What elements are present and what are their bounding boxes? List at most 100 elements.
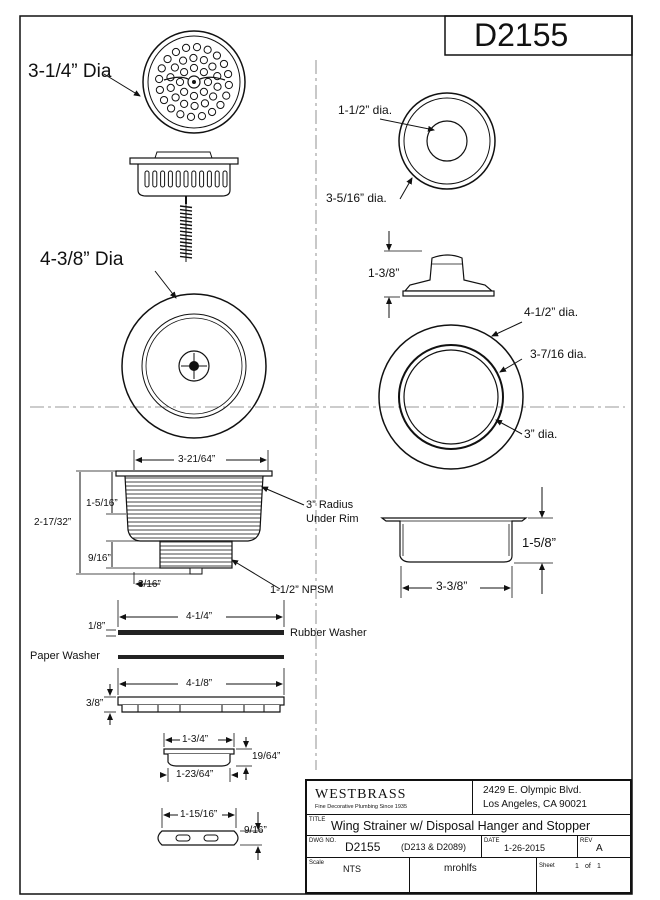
strainer-hole [222, 91, 231, 100]
strainer-hole [180, 87, 189, 96]
wing-nut-side-view [157, 830, 239, 846]
strainer-hole [171, 47, 181, 57]
flange-top-view [121, 293, 267, 439]
strainer-hole [219, 59, 229, 69]
stopper-inner-dia-label: 1-1/2” dia. [338, 103, 393, 117]
strainer-hole [171, 93, 180, 102]
strainer-body-side-view [115, 470, 273, 575]
paper-washer-shape [118, 655, 284, 659]
body-height-upper-label: 1-5/16” [86, 498, 118, 509]
brand-logo: WESTBRASS [315, 787, 407, 802]
date-cell-label: DATE [484, 838, 500, 844]
basket-slot [183, 170, 189, 188]
strainer-hole [199, 68, 208, 77]
strainer-hole [199, 87, 208, 96]
strainer-hole [159, 95, 169, 105]
drawn-by-cell: mrohlfs [409, 857, 537, 893]
strainer-hole [200, 99, 210, 108]
coupling-bottom-width-label: 1-23/64” [176, 769, 214, 780]
body-small-label: 3/16” [138, 579, 161, 590]
title-block: WESTBRASS Fine Decorative Plumbing Since… [305, 779, 632, 894]
drawing-date: 1-26-2015 [504, 843, 546, 853]
sheet-cell: Sheet 1 of 1 [536, 857, 631, 893]
strainer-hole [208, 62, 217, 71]
coupling-side-view [163, 748, 235, 767]
paper-washer-label: Paper Washer [30, 650, 100, 662]
strainer-hole [203, 77, 213, 87]
address-cell: 2429 E. Olympic Blvd. Los Angeles, CA 90… [472, 780, 631, 815]
basket-slot [160, 170, 166, 188]
date-cell: DATE 1-26-2015 [481, 835, 578, 858]
scale-cell-label: Scale [309, 860, 325, 866]
strainer-hole [190, 101, 199, 111]
coupling-top-width-label: 1-3/4” [182, 734, 209, 745]
strainer-hole [224, 80, 233, 90]
strainer-hole [166, 104, 176, 113]
sheet-total: 1 [597, 863, 601, 870]
strainer-hole [170, 63, 179, 72]
strainer-hole [203, 45, 212, 54]
coupling-height-label: 19/64” [252, 751, 281, 762]
strainer-hole [166, 83, 175, 93]
strainer-holes [155, 43, 233, 121]
strainer-hole [209, 92, 218, 101]
strainer-hole [186, 112, 196, 121]
basket-slot [144, 170, 150, 188]
rubber-width-label: 4-1/4” [186, 611, 213, 622]
nut-height-label: 3/8” [86, 698, 104, 709]
stem-screw [179, 204, 193, 262]
drawing-number-box [444, 15, 633, 56]
rev-cell-label: REV [580, 838, 593, 844]
revision: A [596, 843, 603, 854]
drawing-title: Wing Strainer w/ Disposal Hanger and Sto… [331, 819, 591, 833]
strainer-hole [180, 68, 189, 77]
stopper-side-view [402, 254, 495, 297]
drawn-by: mrohlfs [444, 863, 477, 874]
wing-width-label: 1-15/16” [180, 809, 218, 820]
hanger-width-label: 3-3/8” [436, 579, 468, 593]
drawing-scale: NTS [343, 864, 361, 874]
strainer-hole [189, 53, 198, 63]
basket-slot [175, 170, 181, 188]
radius-note-line1: 3” Radius [306, 499, 354, 511]
strainer-hole [223, 69, 233, 79]
ring-inner-dia-label: 3” dia. [524, 427, 558, 441]
strainer-side-view [129, 151, 239, 262]
rubber-washer-label: Rubber Washer [290, 627, 367, 639]
stopper-height-label: 1-3/8” [368, 266, 400, 280]
sheet-number: 1 [575, 863, 579, 870]
strainer-hole [213, 82, 222, 91]
rubber-washer-shape [118, 630, 284, 635]
radius-note-line2: Under Rim [306, 513, 359, 525]
basket-slot [191, 170, 197, 188]
strainer-hole [199, 56, 208, 65]
body-top-width-label: 3-21/64” [178, 454, 216, 465]
brand-tagline: Fine Decorative Plumbing Since 1935 [315, 804, 408, 810]
strainer-hole [157, 64, 166, 73]
ring-mid-dia-label: 3-7/16 dia. [530, 347, 587, 361]
mounting-nut-side-view [117, 696, 285, 713]
rev-cell: REV A [577, 835, 631, 858]
disposal-hanger-side-view [380, 517, 528, 563]
strainer-dia-leader [103, 73, 141, 97]
basket-slots [144, 170, 228, 188]
basket-slot [199, 170, 205, 188]
disposal-ring-top-view [378, 324, 524, 470]
dwg-number: D2155 [345, 840, 381, 854]
basket-slot [206, 170, 212, 188]
strainer-top-view [142, 30, 246, 134]
strainer-hole [155, 85, 165, 95]
strainer-hole [197, 111, 207, 121]
strainer-hole [155, 74, 164, 84]
drawing-number: D2155 [474, 17, 569, 53]
address-line1: 2429 E. Olympic Blvd. [483, 785, 582, 796]
strainer-hole [216, 100, 225, 110]
strainer-hole [189, 91, 199, 101]
strainer-hole [189, 63, 199, 73]
drawing-border [19, 15, 633, 895]
strainer-dia-label: 3-1/4” Dia [28, 61, 112, 82]
strainer-hole [180, 99, 189, 108]
nut-width-label: 4-1/8” [186, 678, 213, 689]
